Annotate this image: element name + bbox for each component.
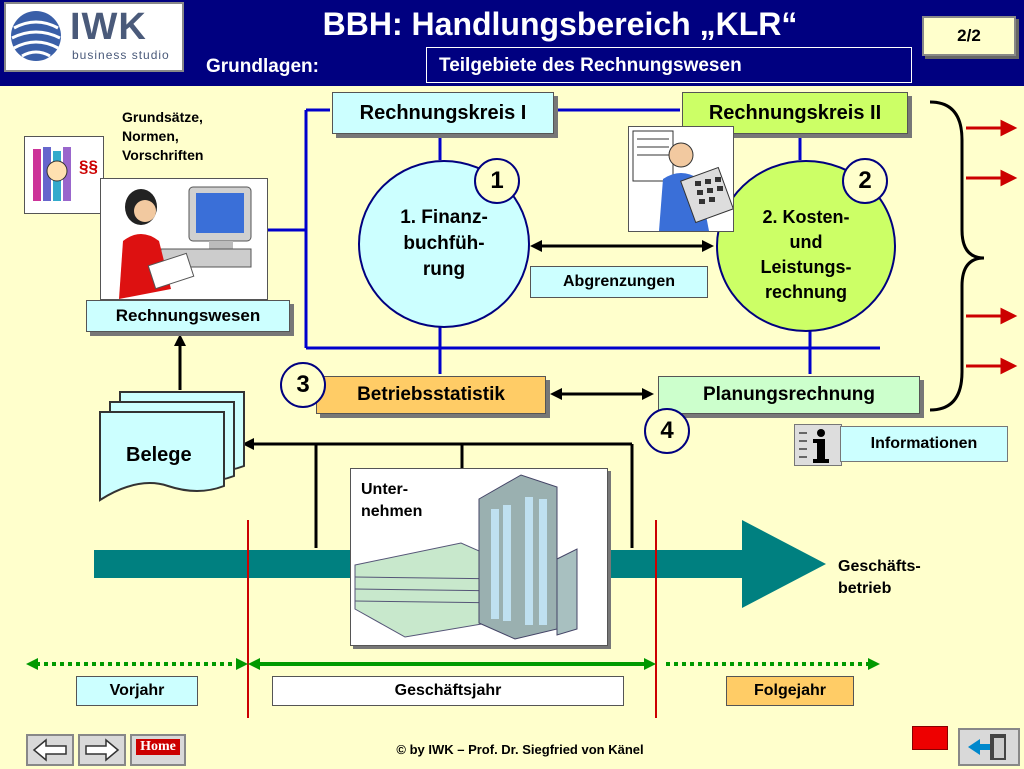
paragraph-symbol: §§	[79, 157, 98, 176]
vorjahr-box: Vorjahr	[76, 676, 198, 706]
page-number: 2/2	[922, 16, 1016, 56]
home-button[interactable]: Home	[130, 734, 186, 766]
calculator-man-illustration	[628, 126, 734, 232]
informationen-box: Informationen	[840, 426, 1008, 462]
arrow-right-icon	[85, 738, 120, 762]
back-button[interactable]	[26, 734, 74, 766]
badge-1: 1	[474, 158, 520, 204]
copyright-text: © by IWK – Prof. Dr. Siegfried von Känel	[396, 742, 644, 757]
unternehmen-illustration: Unter- nehmen	[350, 468, 608, 646]
logo-text: IWK	[70, 6, 147, 48]
arrow-left-icon	[32, 738, 67, 762]
badge-3: 3	[280, 362, 326, 408]
info-icon	[794, 424, 842, 466]
iwk-logo: IWK business studio	[4, 2, 184, 72]
grundsaetze-label: Grundsätze, Normen, Vorschriften	[122, 109, 204, 163]
betriebsstatistik-box: Betriebsstatistik	[316, 376, 546, 414]
page-title: BBH: Handlungsbereich „KLR“	[322, 6, 798, 42]
exit-door-icon	[968, 734, 1006, 760]
finanzbuchfuehrung-circle: 1. Finanz- buchfüh- rung	[358, 160, 530, 328]
geschaeftsbetrieb-label: Geschäfts- betrieb	[838, 558, 921, 597]
forward-button[interactable]	[78, 734, 126, 766]
logo-subtext: business studio	[72, 48, 170, 62]
subtitle-label: Grundlagen:	[206, 56, 319, 77]
globe-icon	[11, 11, 61, 61]
belege-document-stack	[99, 391, 245, 502]
unternehmen-label: Unter- nehmen	[361, 481, 423, 520]
abgrenzungen-box: Abgrenzungen	[530, 266, 708, 298]
badge-2: 2	[842, 158, 888, 204]
red-marker	[912, 726, 948, 750]
folgejahr-box: Folgejahr	[726, 676, 854, 706]
rechnungskreis-1-box: Rechnungskreis I	[332, 92, 554, 134]
home-label: Home	[136, 739, 180, 755]
exit-button[interactable]	[958, 728, 1020, 766]
subtitle-box: Teilgebiete des Rechnungswesen	[426, 47, 912, 83]
law-book-icon: §§	[24, 136, 104, 214]
planungsrechnung-box: Planungsrechnung	[658, 376, 920, 414]
geschaeftsjahr-box: Geschäftsjahr	[272, 676, 624, 706]
woman-computer-illustration	[100, 178, 268, 300]
rechnungswesen-box: Rechnungswesen	[86, 300, 290, 332]
badge-4: 4	[644, 408, 690, 454]
belege-label: Belege	[126, 444, 192, 466]
rechnungskreis-2-box: Rechnungskreis II	[682, 92, 908, 134]
